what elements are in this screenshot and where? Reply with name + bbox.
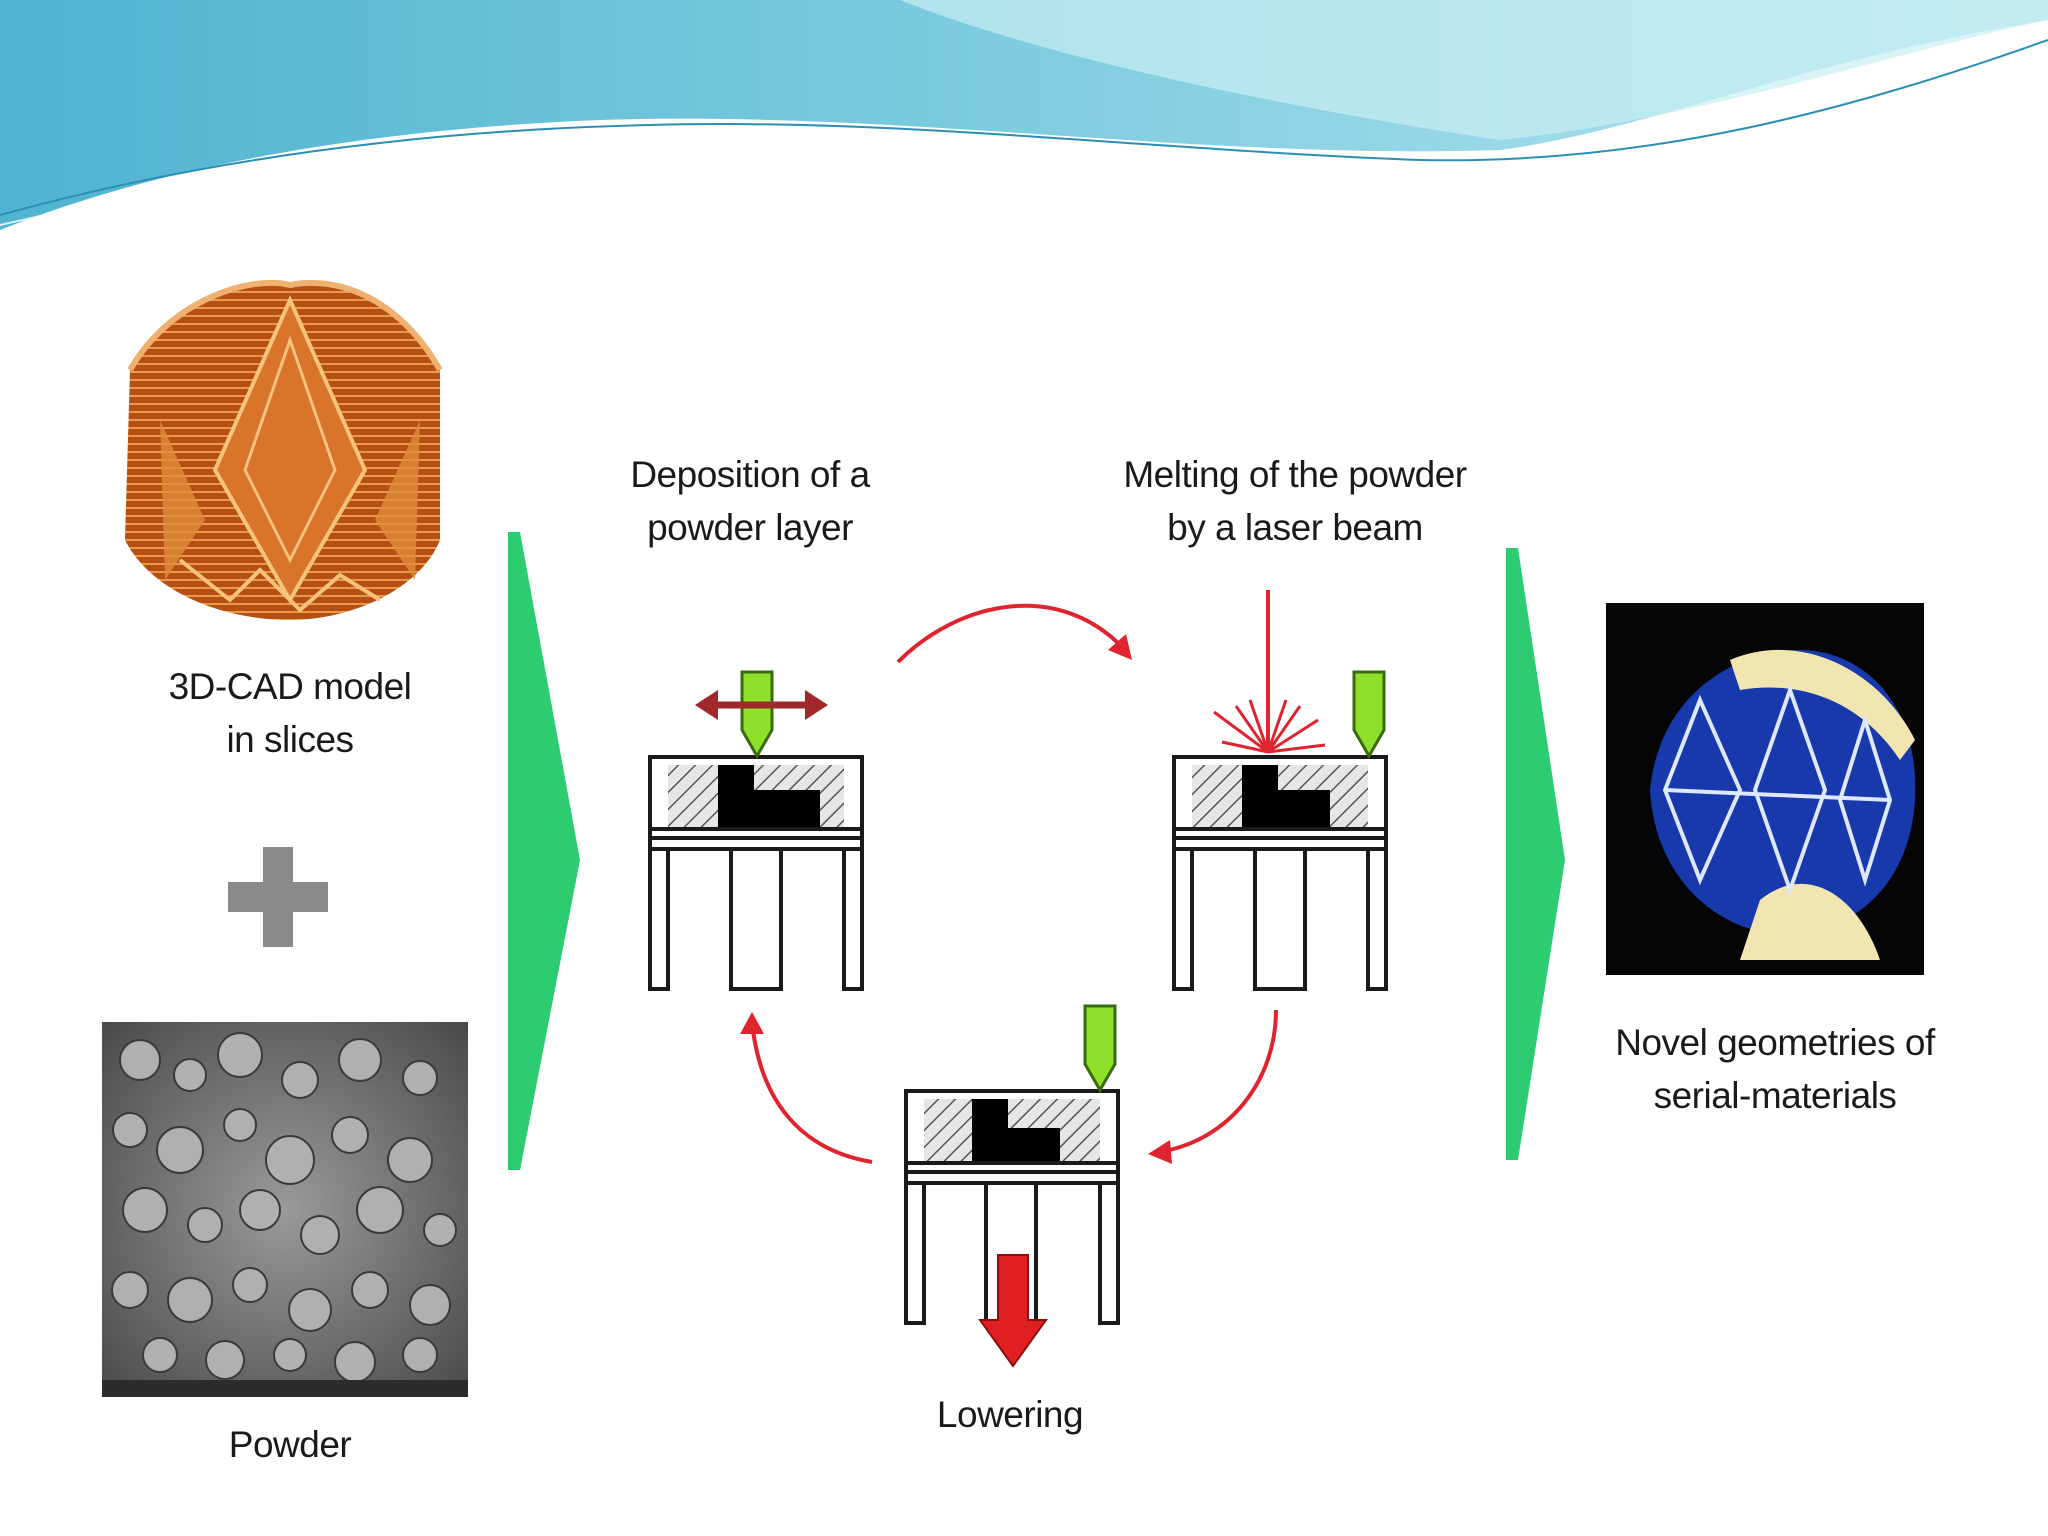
novel-geometry-photo xyxy=(1606,603,1924,975)
lowering-label-text: Lowering xyxy=(936,1394,1084,1435)
novel-label-line2: serial-materials xyxy=(1653,1075,1897,1116)
novel-label-line1: Novel geometries of xyxy=(1615,1022,1935,1063)
deposition-label-line2: powder layer xyxy=(647,507,853,548)
machine-lowering xyxy=(904,1004,1120,1368)
melting-label-line1: Melting of the powder xyxy=(1123,454,1467,495)
cycle-arrows xyxy=(750,603,1278,1164)
cad-model-label-line1: 3D-CAD model xyxy=(168,666,412,707)
cad-model-image xyxy=(125,279,443,620)
cad-model-label-line2: in slices xyxy=(226,719,354,760)
process-arrow-right xyxy=(1506,548,1565,1160)
lowering-label: Lowering xyxy=(860,1388,1160,1441)
melting-label-line2: by a laser beam xyxy=(1167,507,1423,548)
plus-icon xyxy=(228,847,328,947)
melting-label: Melting of the powder by a laser beam xyxy=(1070,448,1520,554)
cycle-arrowheads xyxy=(740,634,1172,1164)
deposition-label: Deposition of a powder layer xyxy=(560,448,940,554)
process-arrow-left xyxy=(508,532,580,1170)
header-wave xyxy=(0,0,2048,230)
powder-label-text: Powder xyxy=(228,1424,352,1465)
machine-deposition xyxy=(648,670,864,991)
powder-label: Powder xyxy=(140,1418,440,1471)
powder-micrograph xyxy=(102,1022,468,1397)
novel-geometries-label: Novel geometries of serial-materials xyxy=(1560,1016,1990,1122)
cad-model-label: 3D-CAD model in slices xyxy=(100,660,480,766)
machine-melting xyxy=(1172,590,1388,991)
deposition-label-line1: Deposition of a xyxy=(630,454,870,495)
